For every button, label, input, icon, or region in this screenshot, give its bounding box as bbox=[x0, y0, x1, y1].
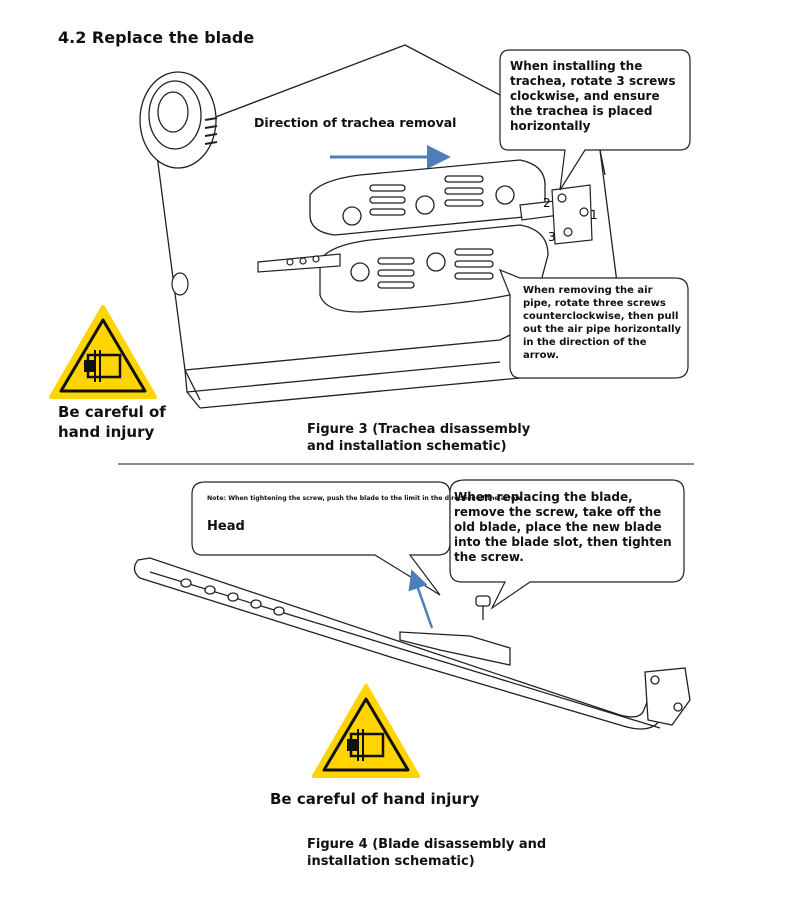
direction-label: Direction of trachea removal bbox=[254, 115, 457, 130]
screw-number-1: 1 bbox=[590, 208, 598, 222]
knob bbox=[139, 71, 218, 169]
hand-injury-warning-icon-2 bbox=[312, 684, 420, 778]
section-heading: 4.2 Replace the blade bbox=[58, 28, 255, 47]
head-label: Head bbox=[207, 519, 245, 534]
replace-note-bubble bbox=[449, 479, 685, 610]
push-direction-arrow-icon bbox=[408, 569, 434, 629]
tighten-note: Note: When tightening the screw, push th… bbox=[207, 495, 522, 502]
replace-note: When replacing the blade, remove the scr… bbox=[454, 490, 672, 564]
screw-number-2: 2 bbox=[543, 196, 551, 210]
warning-text-2: Be careful of hand injury bbox=[270, 790, 480, 808]
removal-note: When removing the air pipe, rotate three… bbox=[523, 285, 682, 361]
install-note: When installing the trachea, rotate 3 sc… bbox=[510, 59, 676, 133]
warning-text-1: Be careful of hand injury bbox=[58, 403, 166, 441]
install-note-bubble bbox=[499, 49, 691, 191]
hand-injury-warning-icon bbox=[49, 305, 157, 399]
figure3-caption: Figure 3 (Trachea disassembly and instal… bbox=[307, 422, 531, 454]
removal-note-bubble bbox=[498, 268, 689, 379]
trachea-lower bbox=[319, 224, 549, 313]
trachea-upper bbox=[309, 159, 546, 236]
blade-holder bbox=[133, 557, 691, 730]
screw-number-3: 3 bbox=[548, 230, 556, 244]
figure4-caption: Figure 4 (Blade disassembly and installa… bbox=[307, 837, 547, 869]
screw-bracket bbox=[551, 184, 593, 245]
